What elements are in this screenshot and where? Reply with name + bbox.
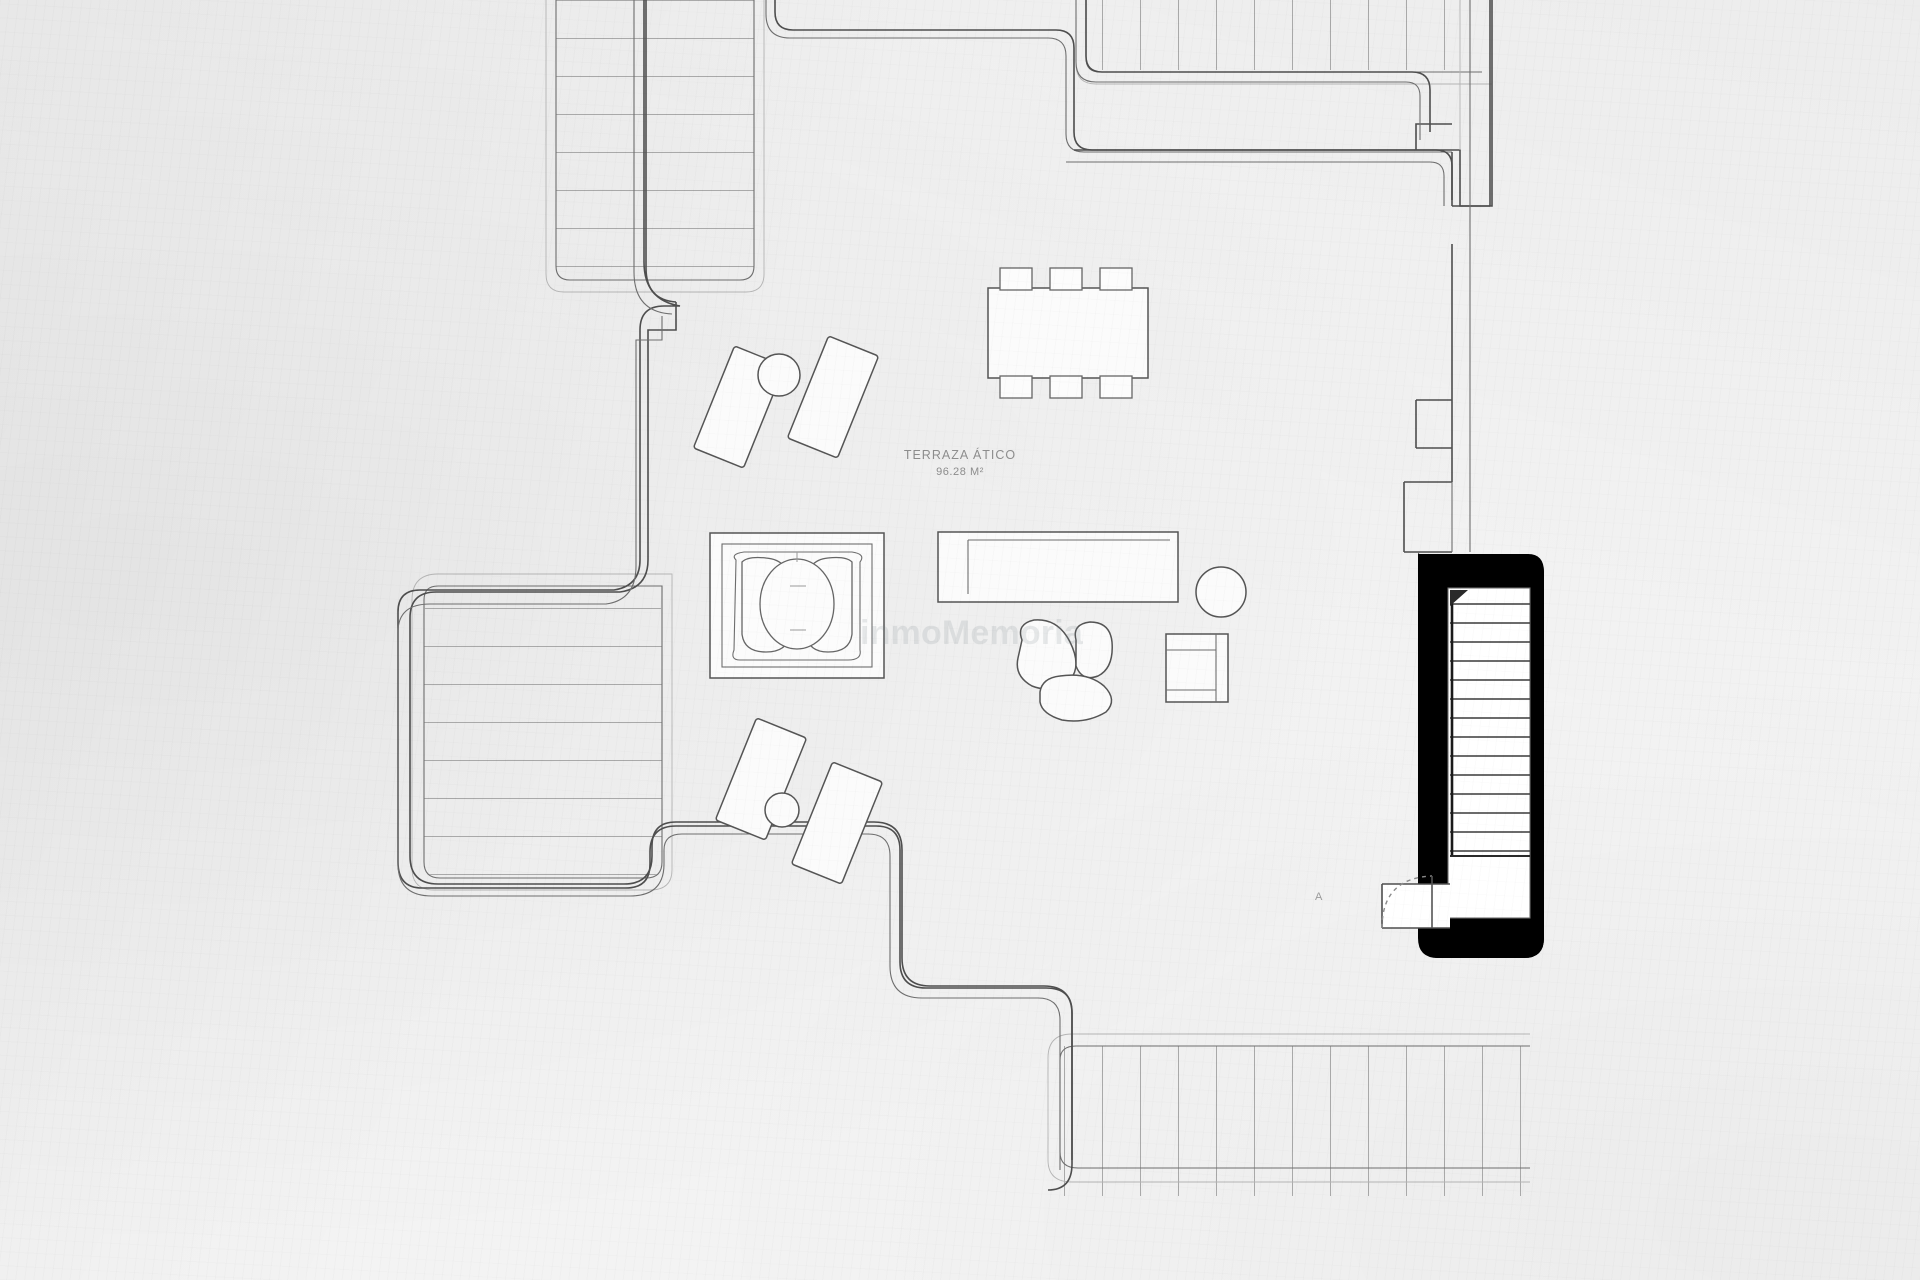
round-stool: [1195, 566, 1247, 618]
stairwell: [1418, 552, 1544, 958]
room-label-area: 96.28 m²: [936, 466, 984, 478]
round-side-table-upper: [757, 353, 801, 397]
deck-bottom-right: [1047, 1033, 1530, 1196]
sun-lounger-lower-right: [791, 762, 883, 884]
outdoor-sofa: [937, 531, 1179, 603]
sun-lounger-upper-right: [787, 336, 879, 458]
sun-lounger-lower-left: [715, 718, 807, 840]
round-side-table-lower: [764, 792, 800, 828]
terrace-access-door: [1381, 875, 1450, 929]
upper-building-block: [1075, 0, 1431, 140]
deck-top-left: [545, 0, 765, 293]
terrace-walls: [397, 0, 1491, 1170]
room-label-name: TERRAZA ÁTICO: [903, 448, 1017, 462]
jacuzzi: [709, 532, 885, 679]
pebble-coffee-tables: [1016, 619, 1113, 722]
armchair: [1165, 633, 1229, 703]
door-tag-label: A: [1315, 891, 1323, 903]
terrace-boundary: [397, 0, 1452, 1191]
deck-left: [411, 573, 673, 891]
dining-table: [987, 267, 1149, 399]
